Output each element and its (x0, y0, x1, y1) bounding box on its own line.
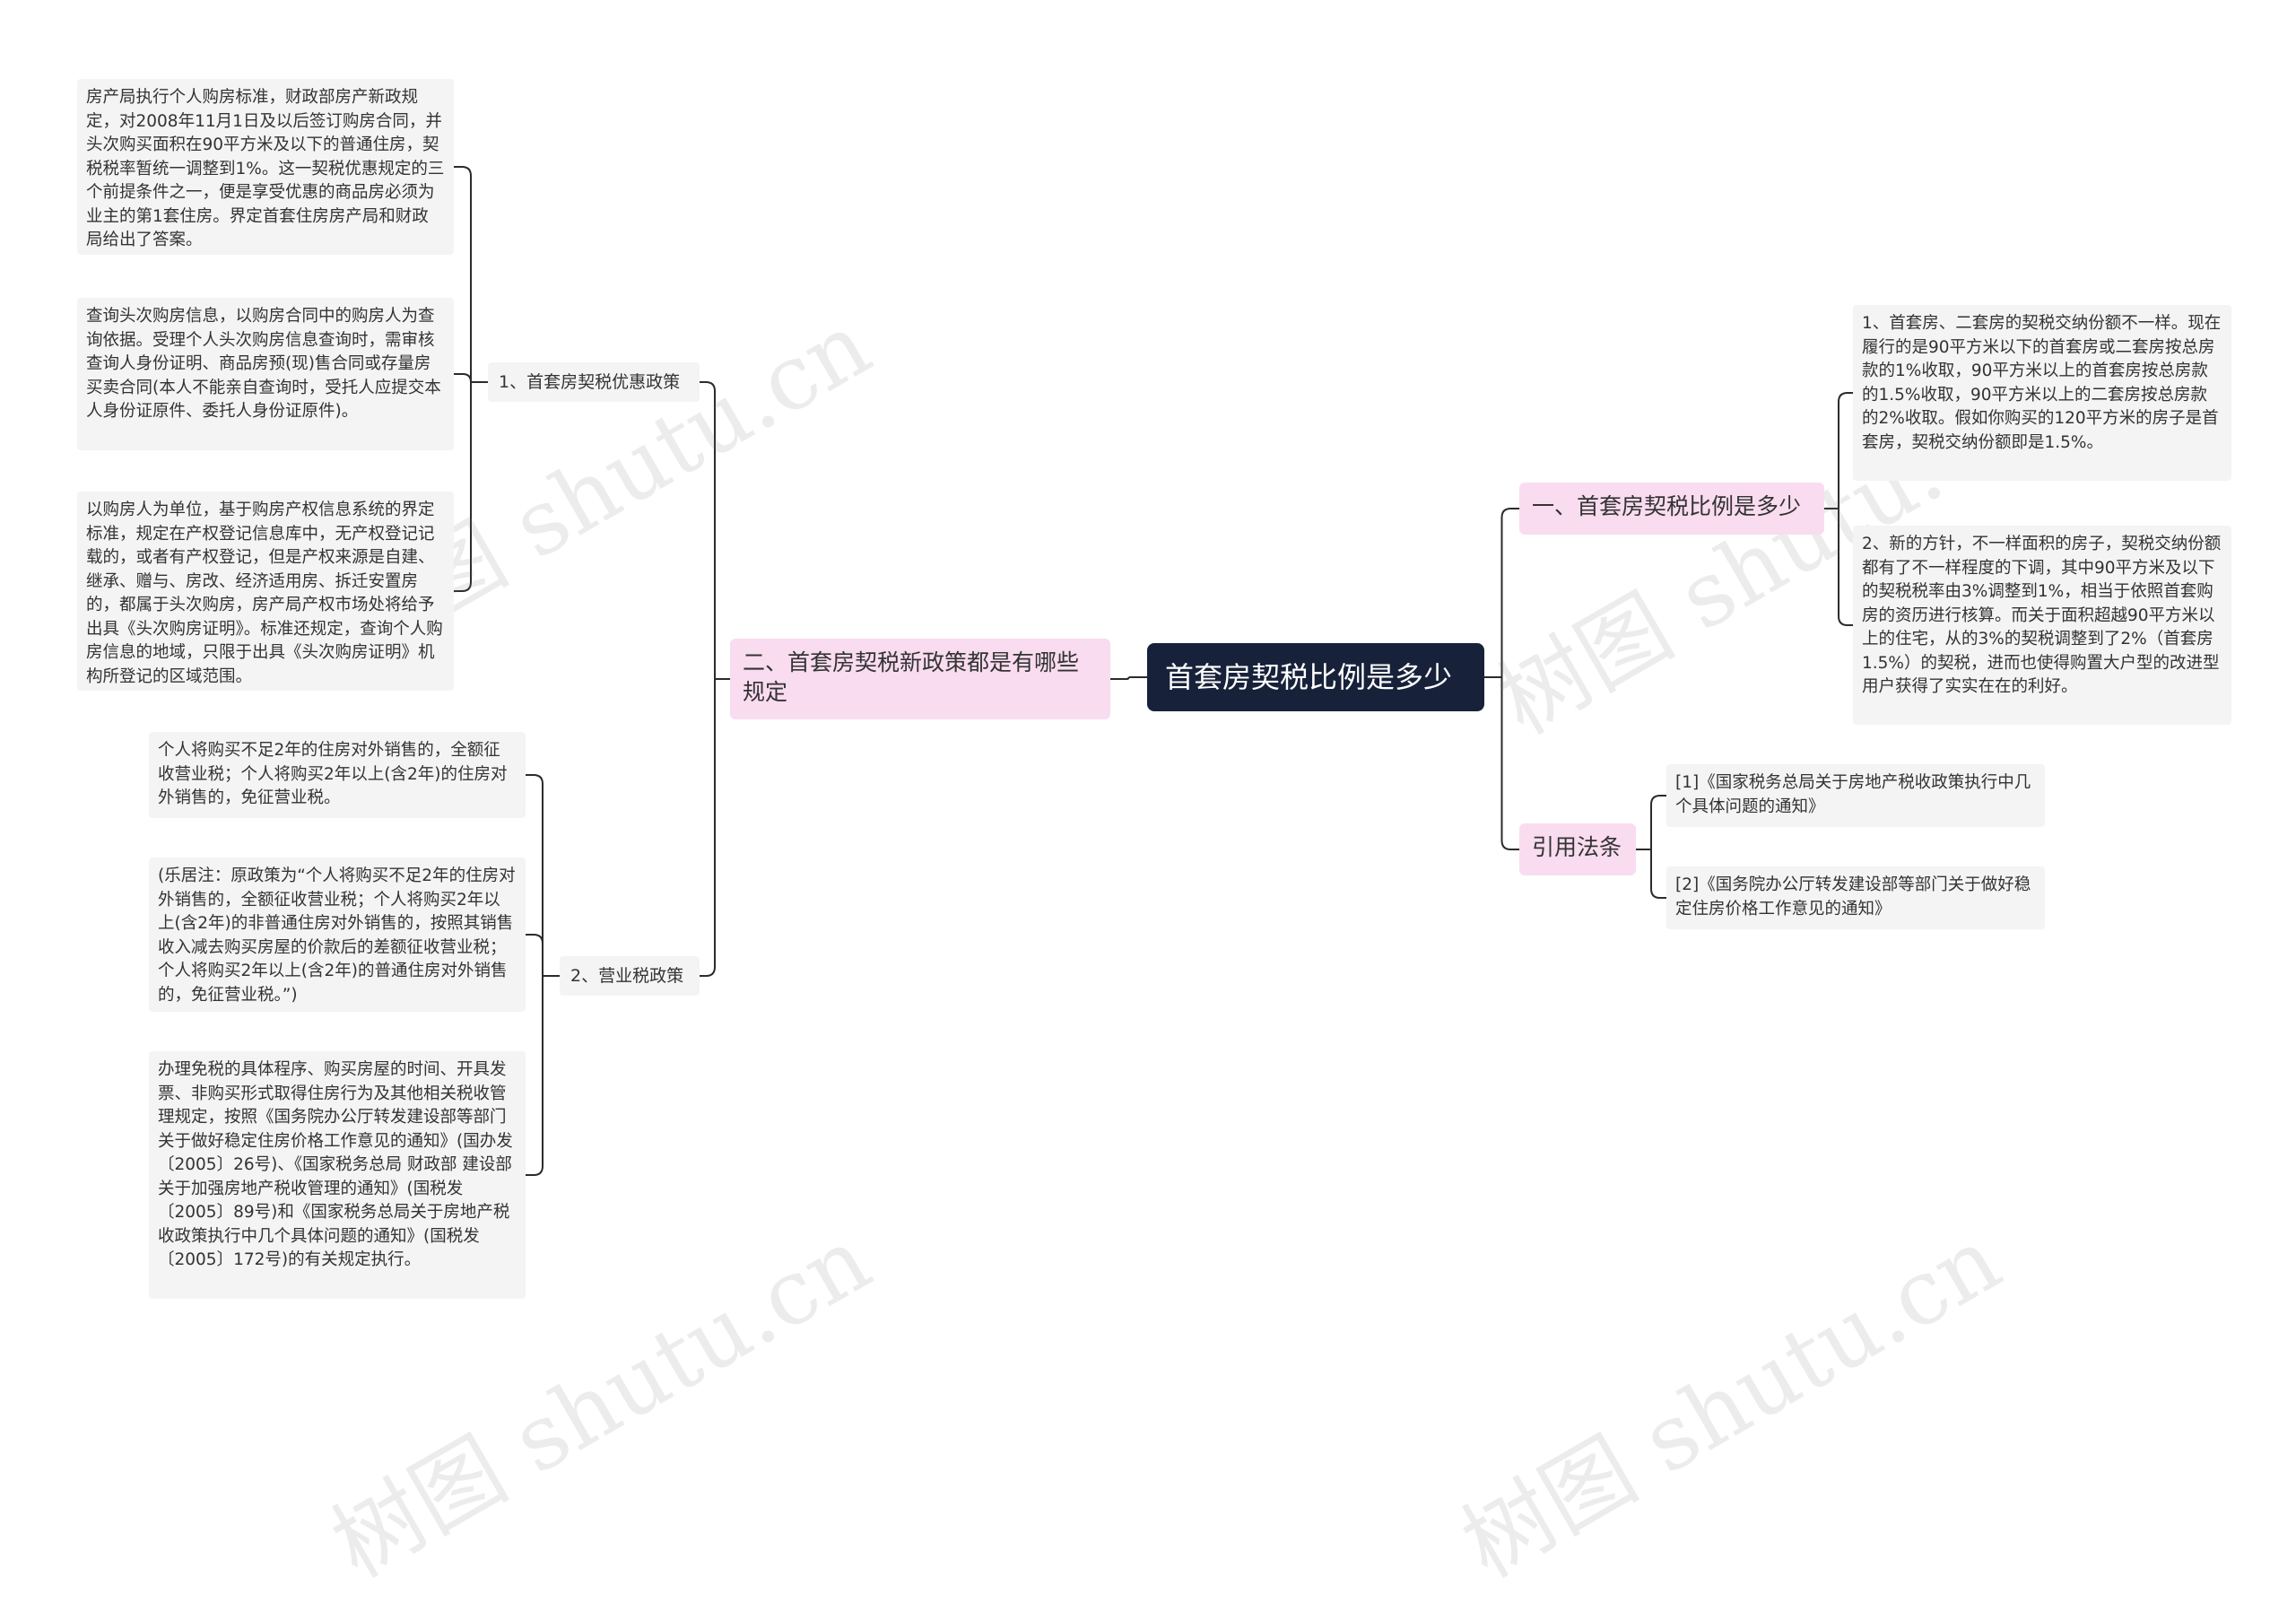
connector-l1b-link (526, 976, 544, 1176)
leaf-new-policy-rate-reduction[interactable]: 2、新的方针，不一样面积的房子，契税交纳份额都有了不一样程度的下调，其中90平方… (1853, 526, 2231, 725)
leaf-leju-note[interactable]: (乐居注：原政策为“个人将购买不足2年的住房对外销售的，全额征收营业税；个人将购… (149, 858, 526, 1012)
leaf-business-tax-rule[interactable]: 个人将购买不足2年的住房对外销售的，全额征收营业税；个人将购买2年以上(含2年)… (149, 732, 526, 818)
connector-r1-link (1838, 392, 1853, 509)
connector-l1a-link (454, 382, 472, 592)
mind-map-canvas: 树图 shutu.cn 树图 shutu.cn 树图 shutu.cn 树图 s… (77, 79, 2231, 1598)
leaf-tax-exemption-procedure[interactable]: 办理免税的具体程序、购买房屋的时间、开具发票、非购买形式取得住房行为及其他相关税… (149, 1051, 526, 1299)
connector-l1a-link (454, 373, 472, 383)
leaf-deed-tax-rate-by-area[interactable]: 1、首套房、二套房的契税交纳份额不一样。现在履行的是90平方米以下的首套房或二套… (1853, 305, 2231, 481)
connector-r1-link (1838, 509, 1853, 626)
branch-cited-regulations[interactable]: 引用法条 (1519, 823, 1636, 875)
branch-first-home-deed-tax-rate[interactable]: 一、首套房契税比例是多少 (1519, 483, 1824, 535)
leaf-purchase-standard[interactable]: 房产局执行个人购房标准，财政部房产新政规定，对2008年11月1日及以后签订购房… (77, 79, 454, 255)
connector-root-left-link (1110, 676, 1130, 680)
leaf-cited-regulation-2[interactable]: [2]《国务院办公厅转发建设部等部门关于做好稳定住房价格工作意见的通知》 (1666, 866, 2045, 929)
root-topic[interactable]: 首套房契税比例是多少 (1147, 643, 1484, 711)
sub-branch-business-tax-policy[interactable]: 2、营业税政策 (560, 956, 700, 996)
connector-l1b-link (526, 934, 544, 976)
connector-r2-link (1650, 795, 1666, 849)
leaf-cited-regulation-1[interactable]: [1]《国家税务总局关于房地产税收政策执行中几个具体问题的通知》 (1666, 764, 2045, 827)
connector-lines (454, 166, 1853, 1176)
connector-l1-link (700, 381, 716, 679)
leaf-first-purchase-certificate[interactable]: 以购房人为单位，基于购房产权信息系统的界定标准，规定在产权登记信息库中，无产权登… (77, 492, 454, 691)
connector-root-right-link (1500, 677, 1519, 850)
branch-new-deed-tax-policy[interactable]: 二、首套房契税新政策都是有哪些规定 (730, 639, 1110, 719)
connector-r2-link (1650, 849, 1666, 899)
connector-l1a-link (454, 166, 472, 382)
connector-l1b-link (526, 774, 544, 976)
connector-root-right-link (1500, 508, 1519, 677)
leaf-first-purchase-query[interactable]: 查询头次购房信息，以购房合同中的购房人为查询依据。受理个人头次购房信息查询时，需… (77, 298, 454, 450)
sub-branch-deed-tax-preferential-policy[interactable]: 1、首套房契税优惠政策 (488, 362, 700, 402)
connector-l1-link (700, 679, 716, 977)
